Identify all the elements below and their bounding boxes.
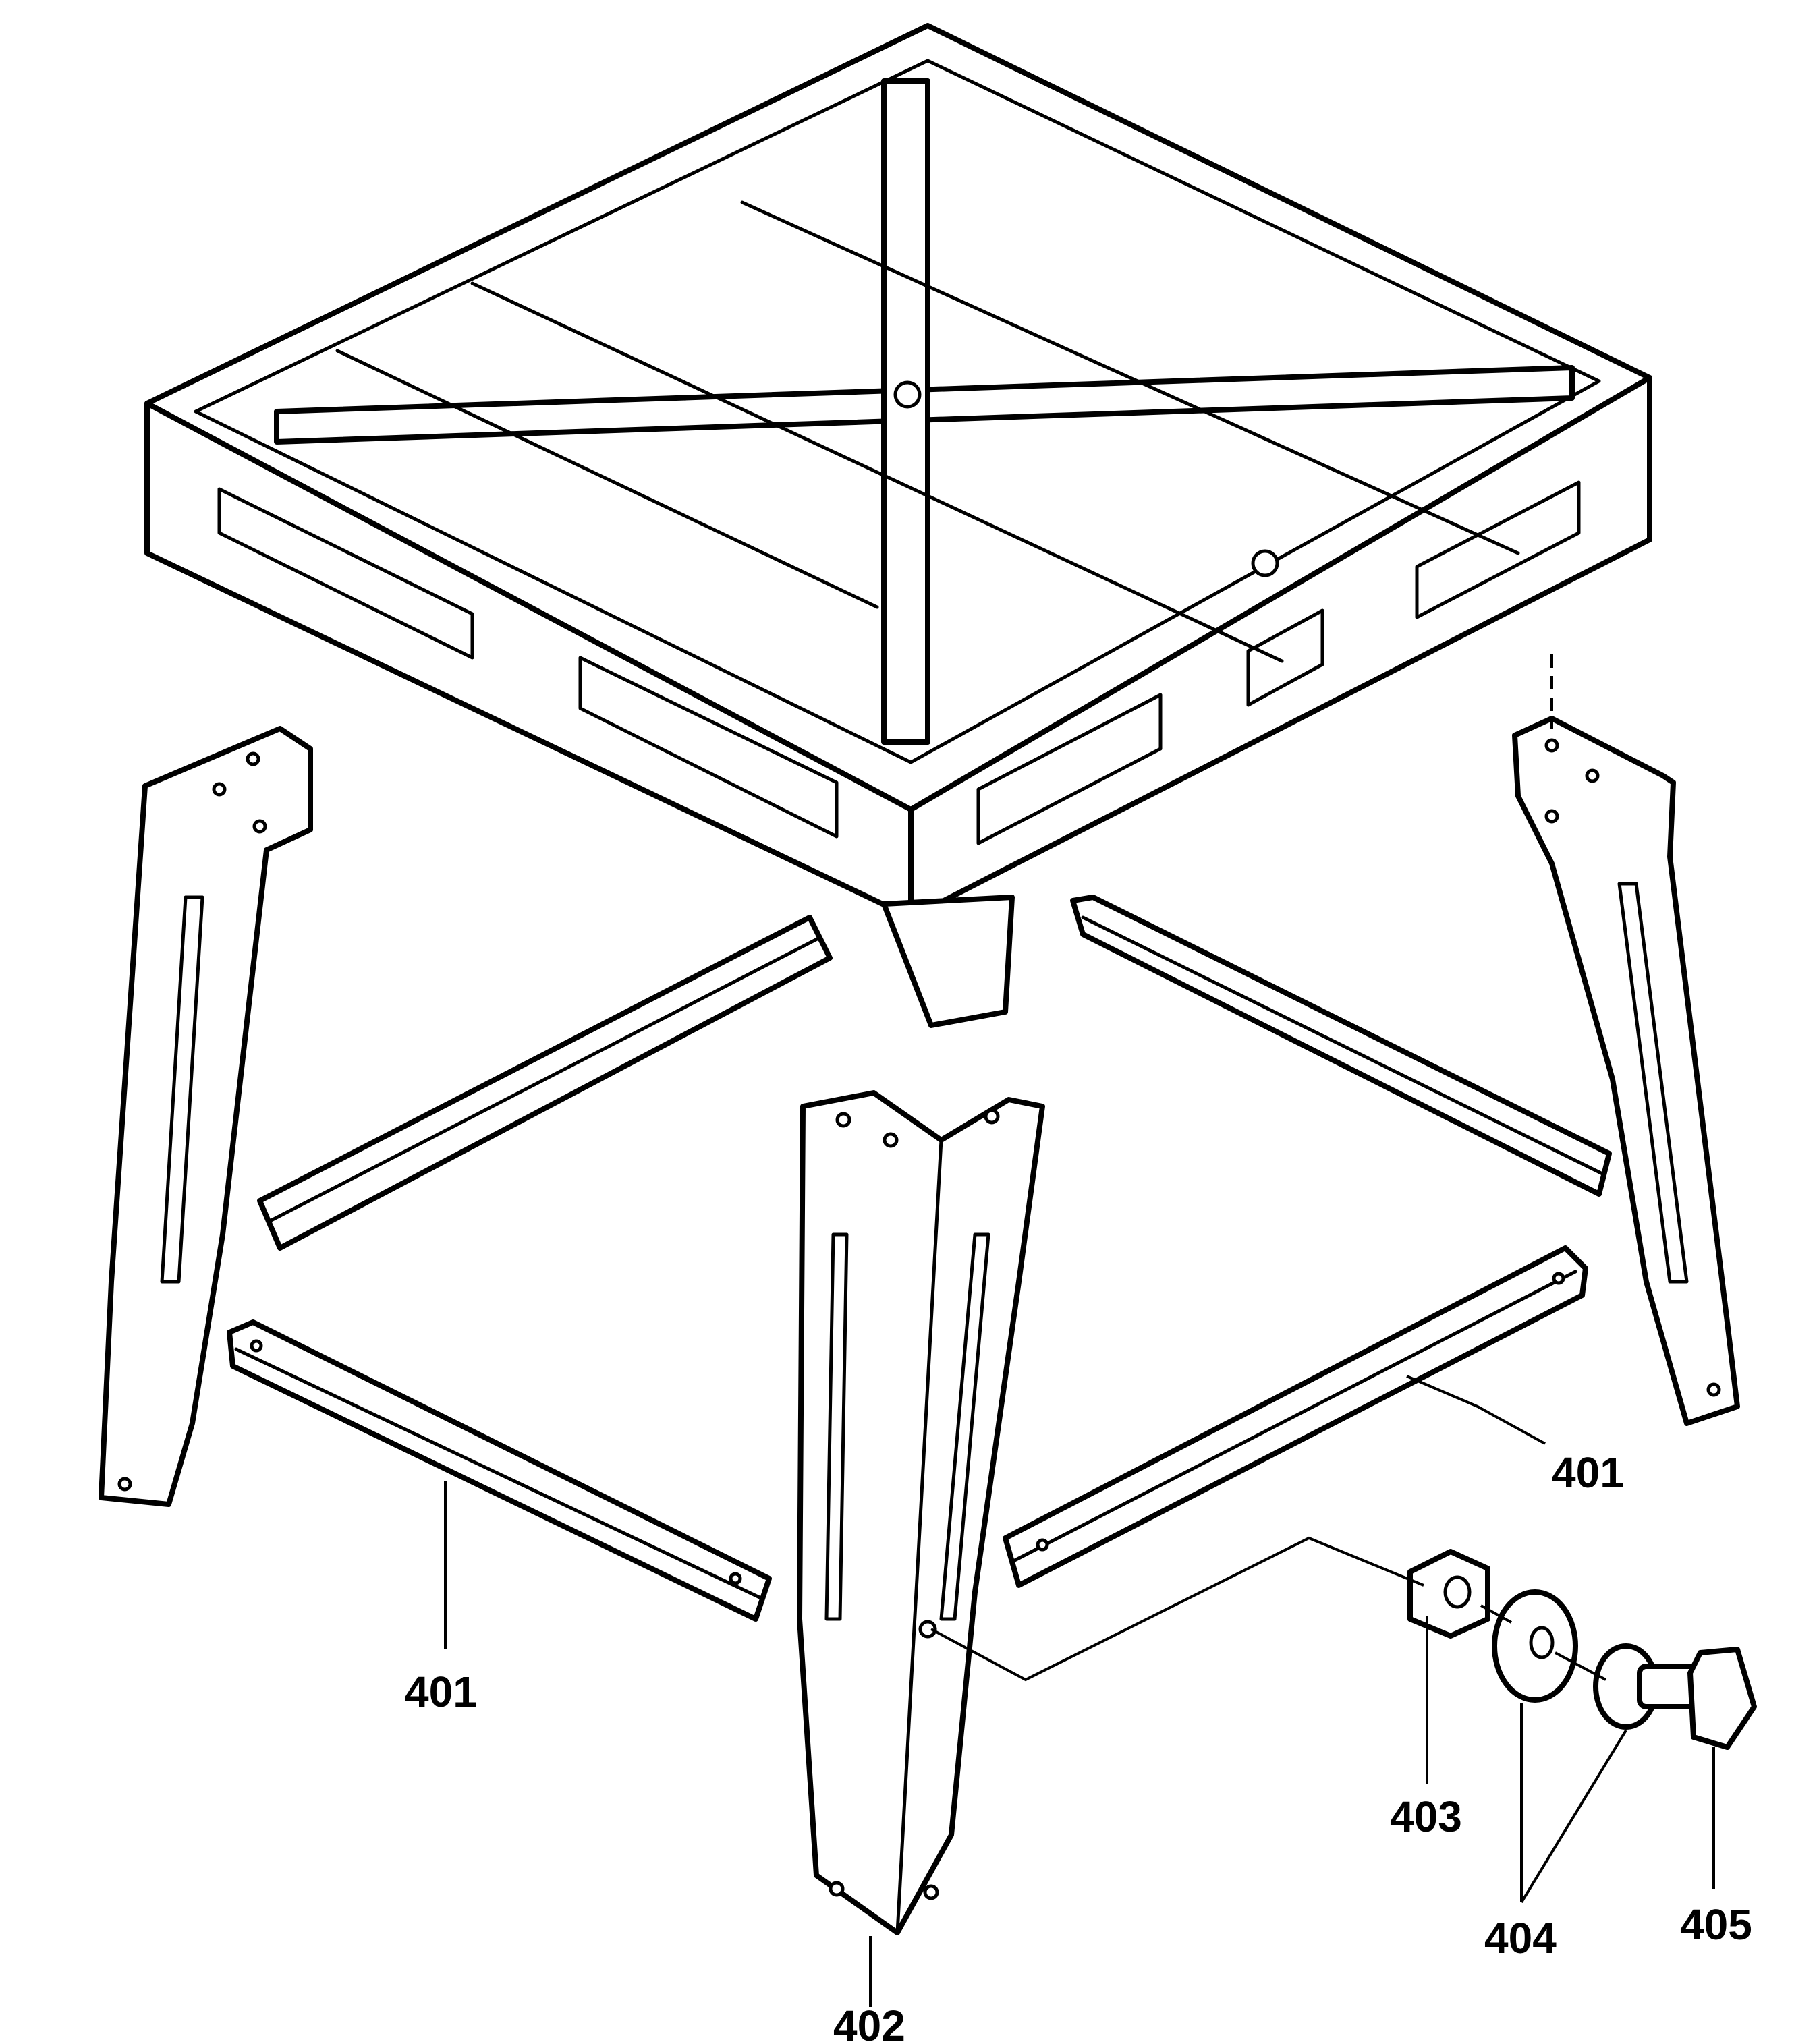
- label-403: 403: [1390, 1792, 1462, 1841]
- leg-right: [1512, 654, 1740, 1426]
- washer-404: [1492, 1589, 1578, 1703]
- label-401-right: 401: [1552, 1448, 1624, 1497]
- nut-403: [1407, 1549, 1490, 1639]
- bolt-405: [1593, 1643, 1757, 1750]
- label-401-left: 401: [405, 1668, 477, 1716]
- leader-lines: [444, 1375, 1715, 2007]
- stretcher-front-right-401: [1003, 1245, 1588, 1588]
- leg-front-402: [797, 1090, 1045, 1935]
- leg-left: [99, 726, 313, 1507]
- label-402: 402: [833, 2002, 905, 2044]
- label-405: 405: [1680, 1900, 1752, 1949]
- label-404: 404: [1484, 1914, 1557, 1962]
- stretcher-back-left: [257, 915, 833, 1251]
- stretcher-back-right: [1070, 895, 1612, 1197]
- stretcher-front-left-401: [227, 1319, 772, 1622]
- table-frame: [144, 23, 1652, 1028]
